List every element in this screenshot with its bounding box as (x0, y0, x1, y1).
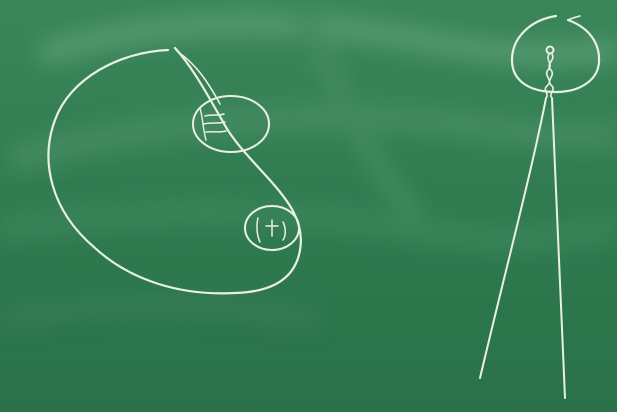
right-long-line (551, 97, 566, 399)
eraser-smudges (0, 4, 617, 332)
upper-circle-curve (199, 107, 207, 141)
lower-circle (244, 205, 300, 251)
twisted-strand-a (544, 53, 551, 99)
outer-loop (47, 46, 302, 295)
lower-circle-mark-4 (282, 221, 286, 241)
top-node (545, 45, 555, 55)
upper-circle-hatch-2 (203, 121, 226, 125)
top-circle (510, 14, 601, 94)
upper-circle (192, 95, 270, 153)
lower-circle-mark-1 (256, 217, 261, 243)
left-drawing (47, 46, 302, 295)
left-long-line (479, 97, 547, 379)
upper-circle-hatch-3 (205, 130, 227, 133)
right-drawing (479, 14, 601, 399)
upper-circle-hatch-1 (204, 113, 225, 117)
top-circle-tail (567, 15, 581, 21)
twisted-strand-b (548, 53, 554, 99)
